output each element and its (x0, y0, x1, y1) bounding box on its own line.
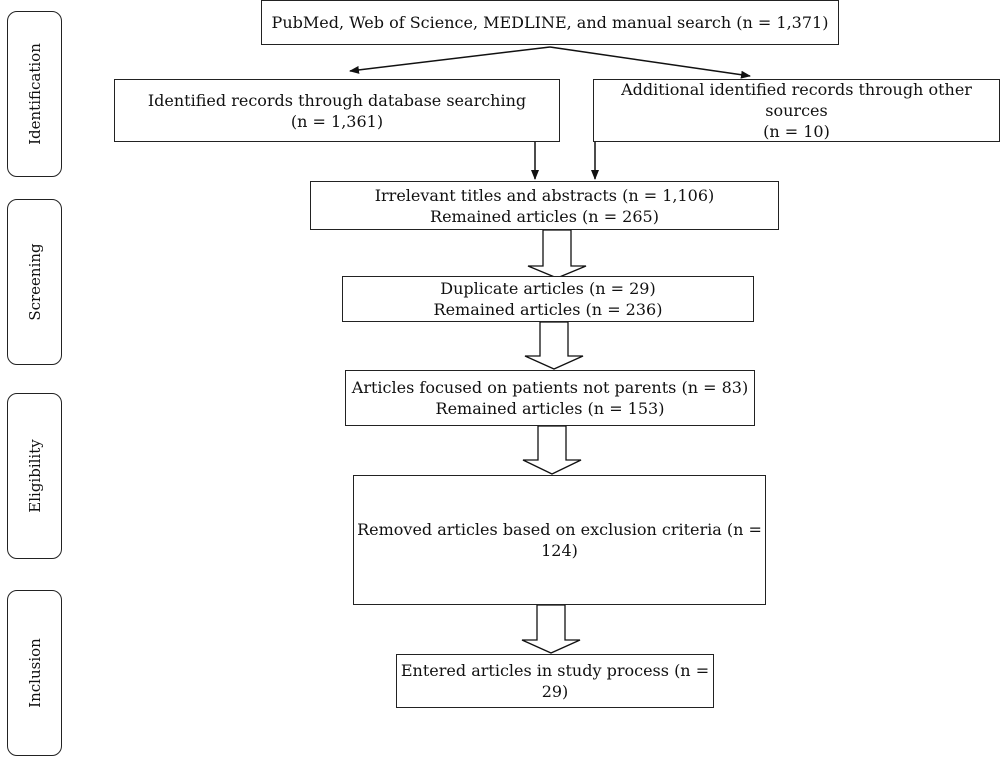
box-other-line2: (n = 10) (763, 122, 830, 141)
stage-identification: Identification (7, 11, 62, 177)
block-arrow-3 (522, 425, 582, 475)
box-database-records: Identified records through database sear… (114, 79, 560, 142)
block-arrow-4 (521, 604, 581, 654)
box-source-text: PubMed, Web of Science, MEDLINE, and man… (271, 13, 829, 32)
block-arrow-1 (527, 229, 587, 279)
box-entered-text: Entered articles in study process (n = 2… (400, 661, 710, 701)
box-source: PubMed, Web of Science, MEDLINE, and man… (261, 0, 839, 45)
box-other-sources: Additional identified records through ot… (593, 79, 1000, 142)
box-duplicate-line1: Duplicate articles (n = 29) (440, 279, 656, 298)
stage-eligibility: Eligibility (7, 393, 62, 559)
box-irrelevant-line1: Irrelevant titles and abstracts (n = 1,1… (374, 185, 715, 205)
box-patients-line1: Articles focused on patients not parents… (351, 378, 749, 397)
box-database-line2: (n = 1,361) (290, 111, 384, 131)
box-duplicate-line2: Remained articles (n = 236) (433, 300, 663, 319)
box-entered: Entered articles in study process (n = 2… (396, 654, 714, 708)
arrow-source-to-database (349, 46, 551, 74)
box-patients: Articles focused on patients not parents… (345, 370, 755, 426)
box-database-line1: Identified records through database sear… (147, 90, 527, 110)
stage-screening: Screening (7, 199, 62, 365)
box-irrelevant-line2: Remained articles (n = 265) (430, 206, 659, 226)
box-exclusion-text: Removed articles based on exclusion crit… (357, 520, 762, 560)
block-arrow-2 (524, 321, 584, 370)
box-irrelevant: Irrelevant titles and abstracts (n = 1,1… (310, 181, 779, 230)
box-duplicate: Duplicate articles (n = 29) Remained art… (342, 276, 754, 322)
stage-inclusion: Inclusion (7, 590, 62, 756)
box-patients-line2: Remained articles (n = 153) (435, 399, 665, 418)
box-exclusion: Removed articles based on exclusion crit… (353, 475, 766, 605)
arrow-source-to-other (549, 46, 751, 79)
box-other-line1: Additional identified records through ot… (621, 80, 972, 120)
